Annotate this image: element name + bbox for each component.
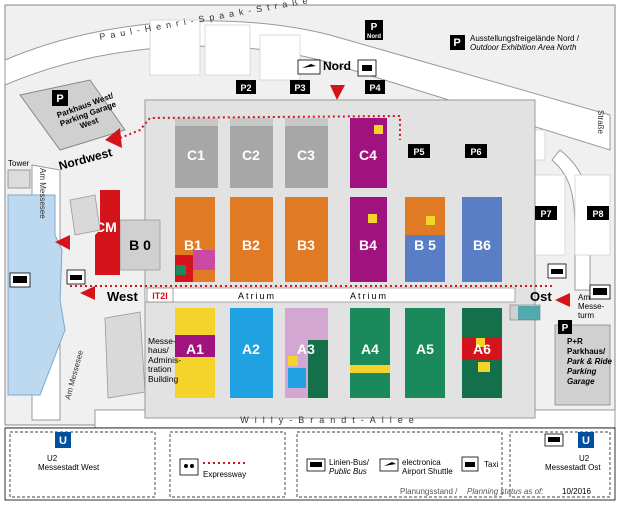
garage-east-icon-badge: P — [562, 323, 569, 334]
hall-B6-label: B6 — [473, 237, 491, 253]
legend-shuttle-en: Airport Shuttle — [402, 467, 453, 476]
p3-badge: P3 — [294, 83, 305, 93]
street-west: Am Messesee — [38, 168, 47, 219]
street-east: Straße — [596, 110, 605, 135]
legend: U U2 Messestadt West Expressway Linien-B… — [4, 427, 616, 501]
hall-A1-label: A1 — [186, 341, 204, 357]
legend-u2-west-badge: U — [59, 435, 67, 447]
hall-C2-label: C2 — [242, 147, 260, 163]
outdoor-de: Ausstellungsfreigelände Nord / — [470, 34, 580, 43]
tower — [7, 169, 31, 189]
lake — [7, 194, 66, 396]
garage-east-label: P+R Parkhaus/ Park & Ride Parking Garage — [567, 337, 614, 386]
hall-C4-label: C4 — [359, 147, 377, 163]
legend-shuttle-de: electronica — [402, 458, 441, 467]
atrium-label-2: Atrium — [350, 291, 388, 301]
hall-C2 — [230, 118, 273, 188]
entrance-nordwest-arrow — [105, 128, 122, 148]
hall-C1-label: C1 — [187, 147, 205, 163]
hall-A5 — [405, 308, 445, 398]
transport-icons — [9, 59, 611, 300]
hall-B4-label: B4 — [359, 237, 377, 253]
p5-badge: P5 — [413, 147, 424, 157]
hall-B0 — [119, 219, 161, 271]
legend-status-date: 10/2016 — [562, 487, 591, 496]
entrance-icm-arrow — [55, 235, 70, 250]
outdoor-badge: P — [453, 37, 460, 49]
halls-a-row: A1 A2 A3 A4 A5 A6 — [175, 308, 502, 398]
entrance-ost-arrow — [555, 293, 570, 307]
hall-B4 — [350, 197, 387, 282]
hall-A4-label: A4 — [361, 341, 379, 357]
p1-badge: P — [371, 22, 378, 33]
it2i-sign — [146, 287, 174, 303]
hall-B5-label: B 5 — [414, 237, 436, 253]
hall-B6 — [462, 197, 502, 282]
legend-u2-west-line2: Messestadt West — [38, 463, 100, 472]
atrium-label-1: Atrium — [238, 291, 276, 301]
p2-badge: P2 — [240, 83, 251, 93]
legend-u2-east-line2: Messestadt Ost — [545, 463, 601, 472]
p1-sub: Nord — [367, 34, 381, 40]
hall-B0-label: B 0 — [129, 237, 151, 253]
tower-label: Tower — [8, 159, 30, 168]
parking-badges: P Nord P2 P3 P4 P5 P6 P7 P8 — [236, 20, 609, 220]
hall-C1 — [175, 118, 218, 188]
legend-status-de: Planungsstand / — [400, 487, 458, 496]
entrance-west-arrow — [80, 286, 95, 300]
hall-A3-label: A3 — [297, 341, 315, 357]
entrance-ost-label: Ost — [530, 289, 552, 304]
hall-A2 — [230, 308, 273, 398]
hall-B2-label: B2 — [242, 237, 260, 253]
hall-C3-label: C3 — [297, 147, 315, 163]
messehaus-building — [104, 311, 146, 399]
atrium — [144, 287, 516, 303]
hall-B3 — [285, 197, 328, 282]
hall-A2-label: A2 — [242, 341, 260, 357]
messehaus-label: Messe- haus/ Adminis- tration Building — [148, 336, 183, 384]
it2i-label: IT2I — [152, 291, 168, 301]
parking-garage-east — [554, 324, 611, 406]
legend-u2-west-line1: U2 — [47, 454, 58, 463]
messeturm-label: Am Messe- turm — [578, 293, 606, 320]
p8-badge: P8 — [592, 209, 603, 219]
icm-building — [95, 190, 120, 275]
hall-A4 — [350, 308, 390, 398]
legend-status-en: Planning status as of: — [467, 487, 544, 496]
legend-u2-east-badge: U — [582, 435, 590, 447]
p4-badge: P4 — [369, 83, 380, 93]
entrance-nord-label: Nord — [323, 59, 351, 73]
p7-badge: P7 — [540, 209, 551, 219]
entrance-nord-arrow — [330, 85, 345, 100]
hall-B2 — [230, 197, 273, 282]
outdoor-en: Outdoor Exhibition Area North — [470, 43, 577, 52]
legend-bus-en: Public Bus — [329, 467, 367, 476]
p6-badge: P6 — [470, 147, 481, 157]
hall-A6-label: A6 — [473, 341, 491, 357]
halls-b-row: B 0 B1 B2 B3 B4 B 5 B6 — [119, 197, 502, 282]
street-south: Willy-Brandt-Allee — [240, 415, 420, 425]
hall-A5-label: A5 — [416, 341, 434, 357]
garage-west-icon-badge: P — [56, 93, 63, 105]
expressway-route — [70, 114, 555, 287]
legend-expressway: Expressway — [203, 470, 246, 479]
hall-B1-label: B1 — [184, 237, 202, 253]
hall-C3 — [285, 118, 328, 188]
legend-bus-de: Linien-Bus/ — [329, 458, 370, 467]
legend-u2-east-line1: U2 — [579, 454, 590, 463]
parking-garage-west — [19, 79, 126, 151]
legend-taxi: Taxi — [484, 460, 498, 469]
hall-B3-label: B3 — [297, 237, 315, 253]
halls-c-row: C1 C2 C3 C4 — [175, 118, 387, 188]
entrance-west-label: West — [107, 289, 138, 304]
